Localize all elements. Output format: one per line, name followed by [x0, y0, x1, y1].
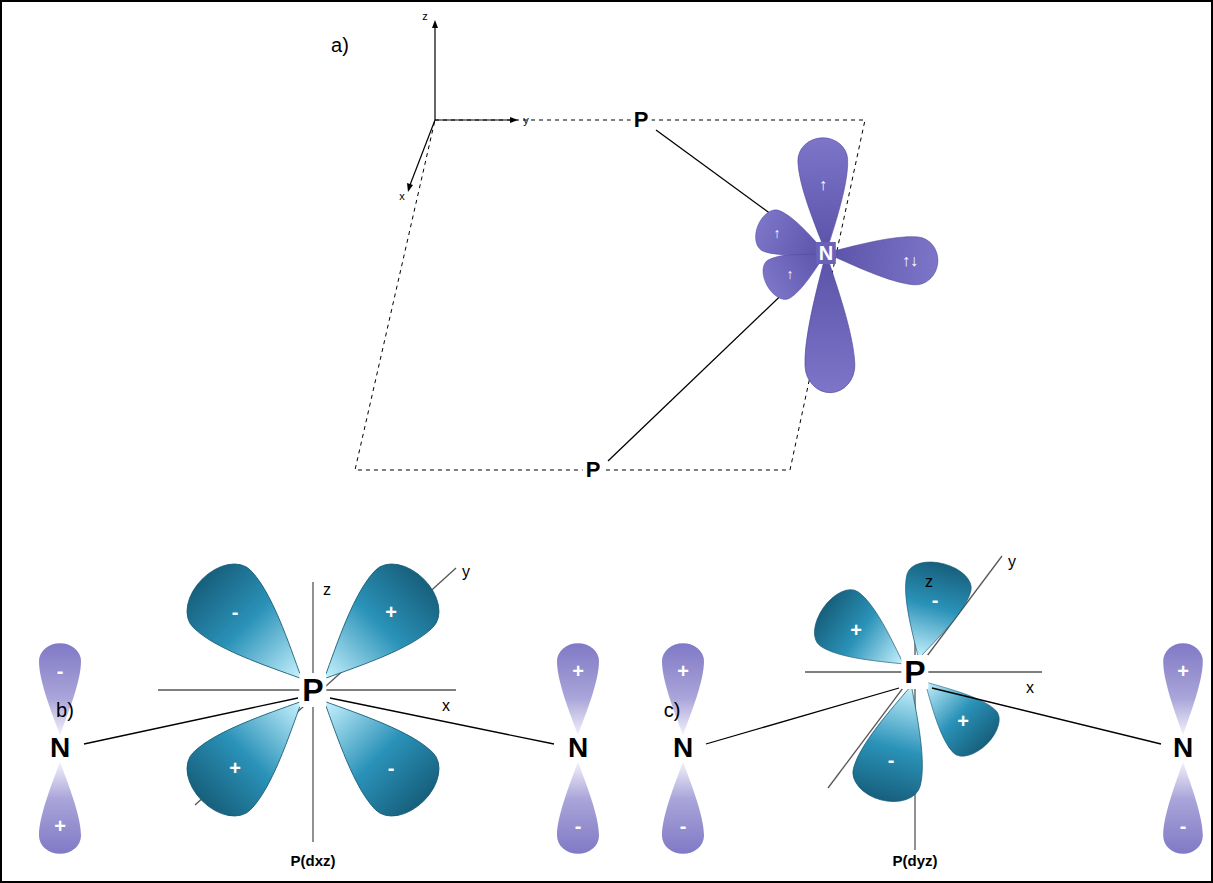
n-orbital-lobe: [797, 137, 851, 254]
bond-line: [706, 688, 899, 744]
bond-line: [84, 698, 298, 744]
d-orbital-lobe: [887, 555, 976, 667]
phase-sign: +: [229, 758, 241, 778]
z-axis: [434, 24, 435, 120]
electron-spin: ↑: [787, 267, 794, 281]
phase-sign: +: [54, 816, 66, 836]
atom-symbol: P: [631, 108, 652, 132]
orbital-caption: P(dyz): [893, 853, 938, 868]
d-orbital-lobe: [296, 673, 453, 830]
phase-sign: +: [677, 661, 689, 681]
p-orbital-lobe: [662, 762, 704, 854]
bond-line: [330, 698, 554, 744]
panel-a-drawing: [355, 20, 940, 470]
axis-label: x: [442, 698, 450, 714]
p-orbital-lobe: [557, 762, 599, 854]
p-orbital-lobe: [39, 643, 81, 735]
atom-symbol: P: [583, 458, 604, 482]
axis-arrowhead: [407, 183, 413, 192]
phase-sign: +: [572, 661, 584, 681]
p-orbital-lobe: [39, 762, 81, 854]
phase-sign: -: [575, 816, 582, 836]
n-orbital-lobe: [824, 229, 940, 287]
axis-label: y: [462, 564, 470, 580]
electron-spin: ↑: [774, 226, 781, 240]
phase-sign: -: [232, 602, 239, 622]
atom-symbol: P: [299, 673, 326, 707]
axis-label: x: [1026, 680, 1034, 696]
x-axis: [410, 120, 435, 185]
phase-sign: +: [850, 620, 862, 640]
phase-sign: +: [957, 711, 969, 731]
d-orbital-lobe: [174, 551, 331, 708]
n-orbital-lobe: [801, 252, 856, 393]
p-orbital-lobe: [1163, 762, 1203, 854]
axis-label: x: [399, 191, 405, 202]
axis-label: y: [523, 115, 529, 126]
axis-label: y: [1008, 554, 1016, 570]
phase-sign: +: [1177, 661, 1189, 681]
panel-letter: b): [56, 700, 74, 720]
axis-label: z: [925, 574, 933, 590]
electron-spin: ↑↓: [902, 253, 918, 269]
phase-sign: -: [1180, 816, 1187, 836]
bond-line: [932, 688, 1161, 744]
axis-label: z: [422, 11, 428, 22]
d-orbital-lobe: [847, 677, 944, 809]
dashed-plane: [355, 120, 865, 470]
axis-arrowhead: [510, 117, 518, 123]
panel-c-drawing: [662, 555, 1203, 853]
phase-sign: +: [385, 602, 397, 622]
electron-spin: ↑: [819, 177, 827, 193]
phase-sign: -: [57, 661, 64, 681]
d-orbital-lobe: [296, 551, 453, 708]
phase-sign: -: [680, 816, 687, 836]
y-axis: [435, 119, 512, 120]
orbital-caption: P(dxz): [291, 853, 336, 868]
d-orbital-lobe: [174, 673, 331, 830]
atom-symbol: N: [816, 242, 836, 264]
p-orbital-lobe: [1163, 643, 1203, 735]
p-orbital-lobe: [662, 643, 704, 735]
panel-letter: c): [664, 700, 681, 720]
atom-symbol: N: [568, 734, 588, 762]
panel-b-drawing: [39, 551, 599, 854]
atom-symbol: N: [1173, 734, 1193, 762]
phase-sign: -: [932, 590, 939, 610]
panel-letter: a): [331, 35, 349, 55]
axis-arrowhead: [432, 20, 438, 28]
p-orbital-lobe: [557, 643, 599, 735]
z-axis: [312, 582, 313, 842]
atom-symbol: P: [901, 655, 928, 689]
atom-symbol: N: [673, 734, 693, 762]
atom-symbol: N: [50, 734, 70, 762]
axis-label: z: [323, 582, 331, 598]
phase-sign: -: [888, 750, 895, 770]
phase-sign: -: [388, 758, 395, 778]
